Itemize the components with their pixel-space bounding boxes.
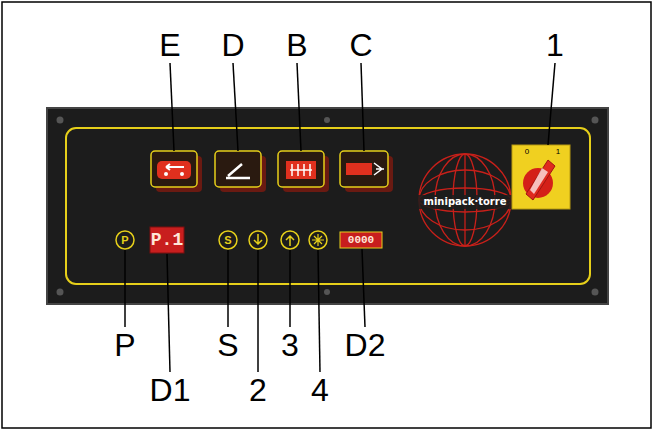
switch-position: 0 (525, 148, 529, 156)
callout-label: D (221, 29, 244, 61)
button-letter: S (224, 235, 231, 246)
callout-label: 3 (281, 329, 299, 361)
callout-label: P (114, 329, 135, 361)
callout-label: 4 (311, 374, 329, 406)
callout-label: S (217, 329, 238, 361)
display-readout: 0000 (348, 235, 374, 246)
display-readout: P.1 (151, 231, 183, 249)
callout-label: C (349, 29, 372, 61)
switch-position: 1 (556, 148, 560, 156)
callout-label: D1 (150, 374, 191, 406)
callout-label: D2 (345, 329, 386, 361)
button-letter: P (121, 235, 128, 246)
callout-label: 2 (249, 374, 267, 406)
callout-label: B (286, 29, 307, 61)
brand-logo-text: minipack·torre (424, 197, 507, 207)
callout-label: 1 (546, 29, 564, 61)
callout-label: E (159, 29, 180, 61)
